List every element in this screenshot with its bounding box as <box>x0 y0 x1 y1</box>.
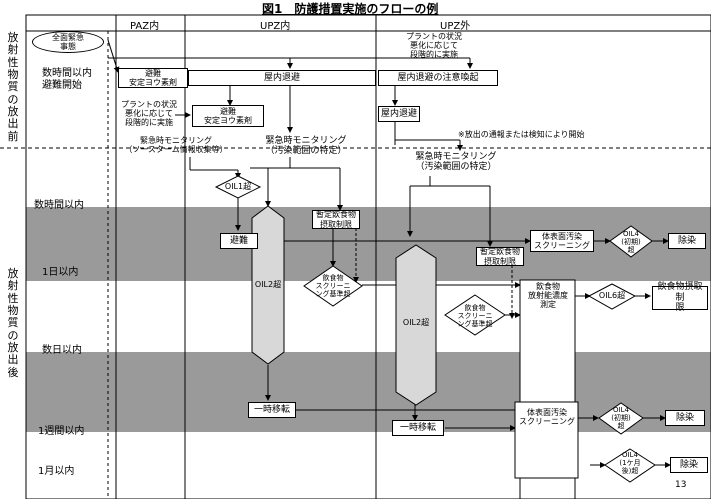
diagram-title: 図1 防護措置実施のフローの例 <box>262 2 439 16</box>
body-screen-2-label: 体表面汚染 スクリーニング <box>519 408 575 427</box>
food-screen-upz-label: 飲食物 スクリーニ ング基準超 <box>315 274 351 299</box>
body-screen2-frame <box>514 401 579 479</box>
evacuate-node: 避難 <box>220 233 258 249</box>
oil4-2-label: OIL4 (初期) 超 <box>611 406 631 431</box>
paz-evac-node: 避難 安定ヨウ素剤 <box>118 68 188 88</box>
decon-2-node: 除染 <box>665 410 705 426</box>
food-limit-upz-node: 暫定飲食物 摂取制限 <box>312 210 360 229</box>
oil4-1-diamond-shape <box>609 225 653 258</box>
monitor-upz-node: 緊急時モニタリング （汚染範囲の特定） <box>265 136 347 157</box>
oil6-diamond-shape <box>587 283 637 310</box>
food-screen-out-diamond-shape <box>444 294 506 336</box>
monitor-paz-node: 緊急時モニタリング （ソースターム情報収集等） <box>124 136 228 155</box>
oil2-upz-label: OIL2超 <box>254 280 282 289</box>
oil2-out-shape <box>395 244 437 406</box>
oil4-2-diamond-shape <box>598 402 644 435</box>
food-limit-final-node: 飲食物摂取制 限 <box>652 282 708 313</box>
plant-upz-note: プラントの状況 悪化に応じて 段階的に実施 <box>121 100 177 128</box>
relocate-upz-node: 一時移転 <box>248 402 296 418</box>
shelter-out-node: 屋内退避 <box>378 106 420 122</box>
general-emergency-node: 全面緊急 事態 <box>32 31 104 53</box>
page-number: 13 <box>675 480 687 490</box>
decon-3-node: 除染 <box>670 457 708 473</box>
food-screen-out-label: 飲食物 スクリーニ ング基準超 <box>457 304 493 329</box>
monitor-out-node: 緊急時モニタリング （汚染範囲の特定） <box>415 152 497 173</box>
oil1-label: OIL1超 <box>224 182 252 191</box>
column-upz-in: UPZ内 <box>260 21 291 32</box>
oil1-diamond-shape <box>214 175 262 199</box>
upz-evac-node: 避難 安定ヨウ素剤 <box>192 105 264 127</box>
time-week: 1週間以内 <box>38 426 85 437</box>
time-day: 1日以内 <box>42 267 79 278</box>
plant-out-note: プラントの状況 悪化に応じて 段階的に実施 <box>406 32 462 60</box>
body-screen-1-node: 体表面汚染 スクリーニング <box>530 230 594 252</box>
oil4-3-diamond-shape <box>604 448 656 483</box>
phase-after: 放 射 性 物 質 の 放 出 後 <box>7 267 19 379</box>
time-days: 数日以内 <box>42 345 82 356</box>
time-hours: 数時間以内 <box>34 200 84 211</box>
food-conc-label: 飲食物 放射能濃度 測定 <box>528 282 568 310</box>
column-upz-out: UPZ外 <box>440 21 471 32</box>
relocate-out-node: 一時移転 <box>392 420 444 436</box>
oil6-label: OIL6超 <box>598 291 626 300</box>
shelter-alert-node: 屋内退避の注意喚起 <box>378 70 498 86</box>
time-band-hours-day <box>26 207 711 281</box>
shelter-upz-node: 屋内退避 <box>188 70 376 86</box>
food-limit-out-node: 暫定飲食物 摂取制限 <box>476 247 524 266</box>
column-paz: PAZ内 <box>130 21 160 32</box>
release-note: ※放出の通報または検知により開始 <box>458 130 585 139</box>
oil4-1-label: OIL4 (初期) 超 <box>621 230 641 255</box>
decon-1-node: 除染 <box>668 233 706 249</box>
oil2-upz-shape <box>251 205 285 365</box>
food-screen-upz-diamond-shape <box>303 265 363 307</box>
oil4-3-label: OIL4 (1ケ月 後)超 <box>619 451 641 476</box>
oil2-out-label: OIL2超 <box>402 318 430 327</box>
time-month: 1月以内 <box>38 466 75 477</box>
time-hours-start: 数時間以内 避難開始 <box>42 68 92 91</box>
phase-before: 放 射 性 物 質 の 放 出 前 <box>7 31 19 143</box>
